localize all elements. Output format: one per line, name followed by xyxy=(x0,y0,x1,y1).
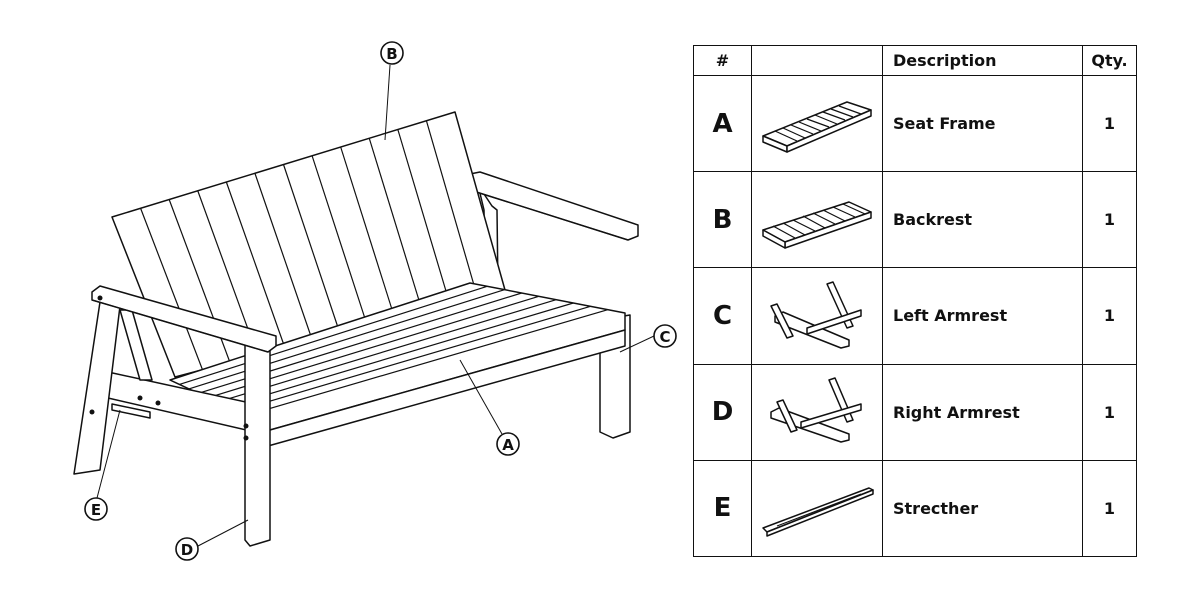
leader-line-c xyxy=(619,335,655,353)
part-image-cell xyxy=(751,171,883,269)
backrest-icon xyxy=(762,201,872,249)
part-description: Left Armrest xyxy=(882,267,1083,365)
callout-b-label: B xyxy=(386,45,397,63)
part-qty: 1 xyxy=(1082,459,1137,558)
part-description: Right Armrest xyxy=(882,363,1083,461)
callout-c: C xyxy=(653,324,677,348)
leader-line-d xyxy=(197,519,249,547)
stretcher-part xyxy=(111,403,151,419)
callout-a: A xyxy=(496,432,520,456)
callout-d: D xyxy=(175,537,199,561)
backrest-slat-line xyxy=(340,146,396,320)
table-row: A Seat Frame 1 xyxy=(693,74,1137,173)
seat-slat-line xyxy=(179,285,488,386)
part-qty: 1 xyxy=(1082,74,1137,173)
left-armrest-part xyxy=(73,285,277,547)
header-qty: Qty. xyxy=(1082,45,1137,76)
backrest-slat-line xyxy=(368,138,424,312)
callout-a-label: A xyxy=(502,436,514,454)
callout-b: B xyxy=(380,41,404,65)
header-number: # xyxy=(693,45,752,76)
part-letter: E xyxy=(693,459,752,558)
callout-e-label: E xyxy=(91,501,101,519)
backrest-slat-line xyxy=(311,155,369,327)
parts-table-header-row: # Description Qty. xyxy=(693,45,1137,76)
backrest-slat-line xyxy=(254,173,314,341)
callout-e: E xyxy=(84,497,108,521)
right-armrest-icon xyxy=(770,377,862,443)
part-qty: 1 xyxy=(1082,363,1137,461)
part-qty: 1 xyxy=(1082,171,1137,269)
seat-slat-line xyxy=(235,305,591,412)
parts-table: # Description Qty. A xyxy=(693,45,1137,558)
part-letter: B xyxy=(693,171,752,269)
backrest-slat-line xyxy=(282,164,341,334)
callout-d-label: D xyxy=(181,541,193,559)
part-description: Strecther xyxy=(882,459,1083,558)
table-row: C Left Armrest 1 xyxy=(693,267,1137,365)
part-image-cell xyxy=(751,267,883,365)
seat-slat-line xyxy=(217,299,557,403)
bench-assembly-diagram: B C A E D xyxy=(73,41,677,561)
seat-slat-line xyxy=(226,302,574,408)
left-armrest-icon xyxy=(770,281,862,349)
leader-line-a xyxy=(459,359,503,435)
part-qty: 1 xyxy=(1082,267,1137,365)
seat-frame-icon xyxy=(762,100,872,153)
backrest-slat-line xyxy=(140,208,204,370)
backrest-slat-line xyxy=(397,129,451,305)
table-row: D Right Armrest 1 xyxy=(693,363,1137,461)
part-image-cell xyxy=(751,363,883,461)
part-letter: D xyxy=(693,363,752,461)
stretcher-icon xyxy=(762,487,874,538)
part-description: Seat Frame xyxy=(882,74,1083,173)
table-row: E Strecther 1 xyxy=(693,459,1137,558)
header-description: Description xyxy=(882,45,1083,76)
part-image-cell xyxy=(751,74,883,173)
part-letter: C xyxy=(693,267,752,365)
backrest-slat-line xyxy=(225,181,286,349)
callout-c-label: C xyxy=(659,328,670,346)
header-image xyxy=(751,45,883,76)
backrest-slat-line xyxy=(425,120,479,298)
leader-line-e xyxy=(96,409,121,499)
part-image-cell xyxy=(751,459,883,558)
part-letter: A xyxy=(693,74,752,173)
table-row: B Backrest 1 xyxy=(693,171,1137,269)
seat-slat-line xyxy=(245,309,608,417)
seat-slat-line xyxy=(188,289,505,390)
leader-line-b xyxy=(384,64,391,141)
part-description: Backrest xyxy=(882,171,1083,269)
